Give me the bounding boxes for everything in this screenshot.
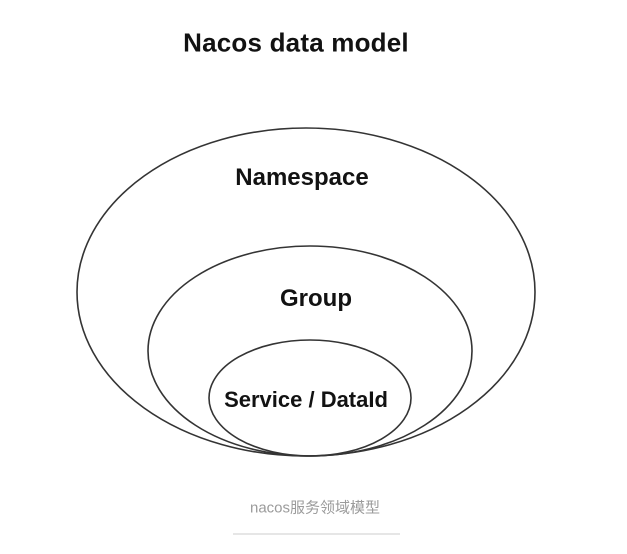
divider-line [233,533,400,535]
diagram-title: Nacos data model [183,27,409,58]
namespace-label: Namespace [235,164,369,191]
service-dataid-label: Service / DataId [224,387,388,412]
group-ellipse [147,245,473,457]
image-caption: nacos服务领域模型 [249,499,381,517]
service-dataid-ellipse [208,339,412,457]
group-label: Group [280,285,352,312]
